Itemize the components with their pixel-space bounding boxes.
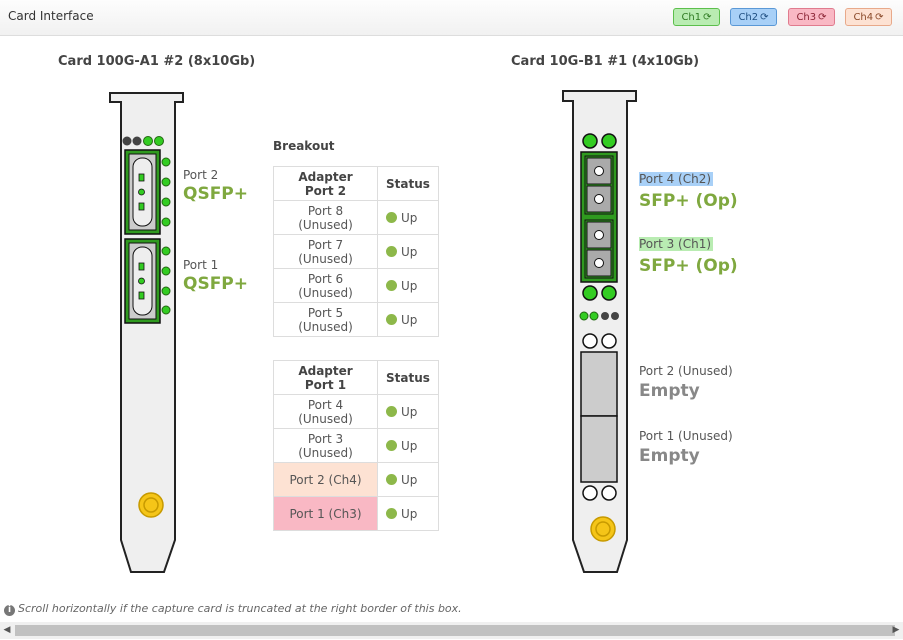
status-up-icon [386, 473, 397, 485]
scroll-left-icon[interactable]: ◀ [3, 625, 11, 635]
table-row: Port 3 (Unused) Up [273, 428, 439, 463]
refresh-icon: ⟳ [760, 12, 769, 23]
right-port-3-label: Port 3 (Ch1) [639, 237, 714, 251]
left-port-1-leds [161, 246, 171, 315]
status-cell: Up [377, 496, 439, 531]
status-up-icon [386, 313, 397, 325]
right-card-top-leds [582, 133, 617, 149]
horizontal-scrollbar[interactable]: ◀ ▶ [0, 622, 903, 639]
scrollbar-thumb[interactable] [15, 625, 895, 636]
right-port-2-label: Port 2 (Unused) [639, 364, 733, 378]
left-card-title: Card 100G-A1 #2 (8x10Gb) [58, 54, 256, 69]
right-card-screw [590, 516, 616, 542]
table-row: Port 7 (Unused) Up [273, 234, 439, 269]
channel-3-label: Ch3 [796, 12, 817, 23]
port-cell: Port 1 (Ch3) [273, 496, 378, 531]
refresh-icon: ⟳ [703, 12, 712, 23]
port-cell: Port 8 (Unused) [273, 200, 378, 235]
status-cell: Up [377, 200, 439, 235]
status-up-icon [386, 405, 397, 417]
right-port-2-type: Empty [639, 381, 700, 401]
channel-4-label: Ch4 [853, 12, 874, 23]
port-cell: Port 7 (Unused) [273, 234, 378, 269]
status-cell: Up [377, 394, 439, 429]
breakout-title: Breakout [273, 139, 335, 153]
right-port-2-slot [580, 351, 618, 417]
right-port-1-slot [580, 415, 618, 483]
status-cell: Up [377, 234, 439, 269]
channel-2-button[interactable]: Ch2⟳ [730, 8, 777, 26]
adapter-port-2-table: Adapter Port 2 Status Port 8 (Unused) Up… [273, 166, 439, 337]
refresh-icon: ⟳ [875, 12, 884, 23]
left-port-1-type: QSFP+ [183, 274, 249, 294]
adapter-port-1-table: Adapter Port 1 Status Port 4 (Unused) Up… [273, 360, 439, 531]
status-cell: Up [377, 268, 439, 303]
right-port-4-label: Port 4 (Ch2) [639, 172, 714, 186]
right-card-bottom-leds [582, 485, 617, 501]
right-port-1-label: Port 1 (Unused) [639, 429, 733, 443]
channel-4-button[interactable]: Ch4⟳ [845, 8, 892, 26]
left-port-1-connector [124, 238, 161, 324]
panel-header: Card Interface Ch1⟳ Ch2⟳ Ch3⟳ Ch4⟳ [0, 0, 903, 36]
left-port-1-label: Port 1 [183, 258, 219, 272]
status-text: Up [401, 244, 418, 259]
channel-3-button[interactable]: Ch3⟳ [788, 8, 835, 26]
port-cell: Port 4 (Unused) [273, 394, 378, 429]
port-cell: Port 2 (Ch4) [273, 462, 378, 497]
table-row: Port 1 (Ch3) Up [273, 496, 439, 531]
scroll-note-text: Scroll horizontally if the capture card … [18, 602, 462, 615]
info-icon: i [4, 605, 15, 616]
scroll-right-icon[interactable]: ▶ [892, 625, 900, 635]
left-port-2-leds [161, 157, 171, 227]
status-text: Up [401, 312, 418, 327]
left-card-leds [122, 136, 164, 146]
refresh-icon: ⟳ [818, 12, 827, 23]
panel-title: Card Interface [8, 9, 94, 23]
right-port-3-type: SFP+ (Op) [639, 256, 738, 276]
port-cell: Port 5 (Unused) [273, 302, 378, 337]
channel-1-button[interactable]: Ch1⟳ [673, 8, 720, 26]
left-port-2-label: Port 2 [183, 168, 219, 182]
table-header-port: Adapter Port 2 [273, 166, 378, 201]
status-up-icon [386, 507, 397, 519]
right-port-1-type: Empty [639, 446, 700, 466]
right-card-title: Card 10G-B1 #1 (4x10Gb) [511, 54, 700, 69]
status-text: Up [401, 278, 418, 293]
channel-2-label: Ch2 [738, 12, 759, 23]
table-header-port: Adapter Port 1 [273, 360, 378, 395]
status-cell: Up [377, 462, 439, 497]
left-card-screw [138, 492, 164, 518]
port-cell: Port 3 (Unused) [273, 428, 378, 463]
status-up-icon [386, 245, 397, 257]
status-text: Up [401, 472, 418, 487]
table-row: Port 8 (Unused) Up [273, 200, 439, 235]
status-cell: Up [377, 428, 439, 463]
status-up-icon [386, 211, 397, 223]
table-row: Port 5 (Unused) Up [273, 302, 439, 337]
table-row: Port 4 (Unused) Up [273, 394, 439, 429]
table-header-status: Status [377, 360, 439, 395]
right-port-4-type: SFP+ (Op) [639, 191, 738, 211]
left-port-2-type: QSFP+ [183, 184, 249, 204]
status-up-icon [386, 439, 397, 451]
right-card-mid-leds [579, 285, 619, 349]
status-text: Up [401, 210, 418, 225]
status-up-icon [386, 279, 397, 291]
status-text: Up [401, 438, 418, 453]
status-text: Up [401, 404, 418, 419]
right-port-3-connector [584, 219, 614, 279]
port-cell: Port 6 (Unused) [273, 268, 378, 303]
table-header-status: Status [377, 166, 439, 201]
status-text: Up [401, 506, 418, 521]
channel-1-label: Ch1 [681, 12, 702, 23]
left-port-2-connector [124, 149, 161, 235]
table-row: Port 2 (Ch4) Up [273, 462, 439, 497]
table-row: Port 6 (Unused) Up [273, 268, 439, 303]
status-cell: Up [377, 302, 439, 337]
